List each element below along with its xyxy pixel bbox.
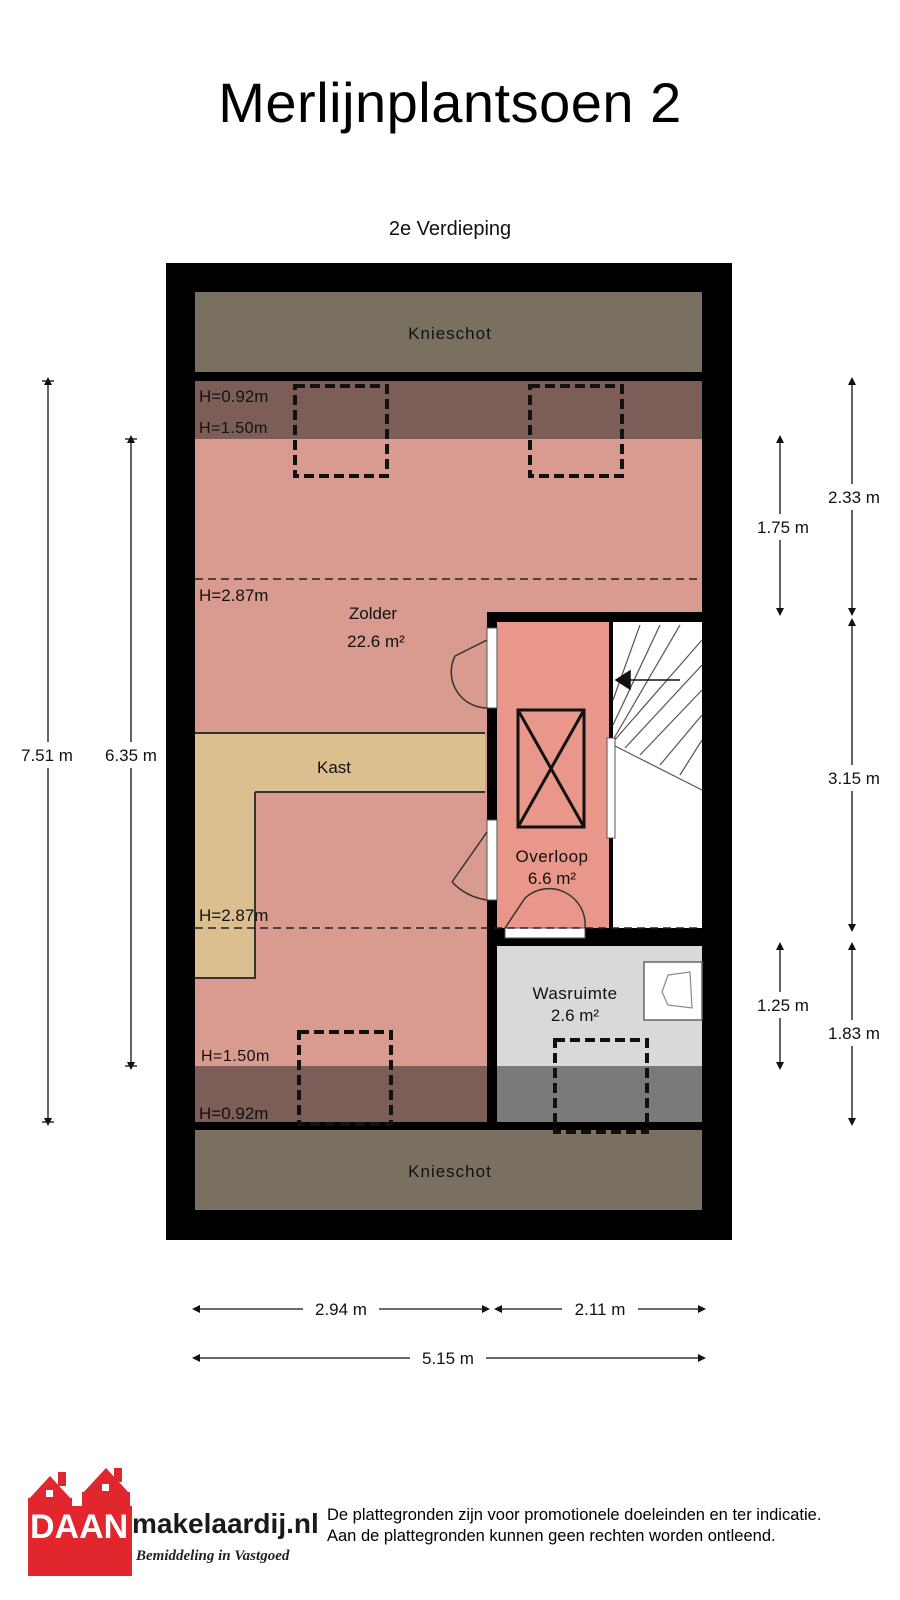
wasruimte-area-label: 2.6 m² [551, 1006, 600, 1025]
height-287-mid: H=2.87m [199, 906, 268, 925]
height-287-top: H=2.87m [199, 586, 268, 605]
dim-right-183: 1.83 m [828, 1024, 880, 1043]
height-092-top: H=0.92m [199, 387, 268, 406]
height-150-top: H=1.50m [199, 420, 268, 437]
knieschot-bottom [195, 1130, 702, 1210]
dim-right-233: 2.33 m [828, 488, 880, 507]
low-ceiling-top [195, 381, 702, 439]
skylights [293, 384, 649, 1134]
knieschot-top-label: Knieschot [408, 324, 492, 343]
knieschot-top [195, 292, 702, 372]
brand-logo: DAAN makelaardij.nl Bemiddeling in Vastg… [28, 1466, 319, 1576]
overloop-name: Overloop [516, 847, 589, 866]
zolder-area-label: 22.6 m² [347, 632, 405, 651]
attic-hatch [516, 708, 586, 829]
logo-brand: DAAN [30, 1508, 129, 1546]
dim-left-total: 7.51 m [21, 746, 73, 765]
dim-right-315: 3.15 m [828, 769, 880, 788]
low-ceiling-bottom [195, 1066, 487, 1122]
height-150-bottom: H=1.50m [201, 1048, 270, 1065]
disclaimer-line-1: De plattegronden zijn voor promotionele … [327, 1506, 822, 1524]
kast-label: Kast [317, 758, 351, 777]
disclaimer: De plattegronden zijn voor promotionele … [327, 1505, 821, 1547]
stair-area [613, 622, 702, 928]
dim-right-125: 1.25 m [757, 996, 809, 1015]
disclaimer-line-2: Aan de plattegronden kunnen geen rechten… [327, 1527, 776, 1545]
logo-domain: makelaardij.nl [132, 1508, 319, 1539]
wasruimte-name: Wasruimte [532, 984, 617, 1003]
height-lines [195, 578, 702, 929]
logo-tagline: Bemiddeling in Vastgoed [136, 1548, 290, 1564]
door-swings [450, 639, 586, 929]
kast-area [195, 733, 485, 978]
knieschot-bottom-label: Knieschot [408, 1162, 492, 1181]
dim-right-175: 1.75 m [757, 518, 809, 537]
wasruimte-low [497, 1066, 702, 1122]
washing-machine [643, 961, 703, 1021]
logo-houses-icon [28, 1468, 132, 1576]
stair-lines [612, 624, 703, 791]
floor-label: 2e Verdieping [388, 218, 512, 240]
page-title: Merlijnplantsoen 2 [218, 71, 682, 134]
stair-arrow [614, 669, 680, 691]
height-092-bottom: H=0.92m [199, 1104, 268, 1123]
dim-bottom-211: 2.11 m [575, 1300, 626, 1319]
overloop-area-label: 6.6 m² [528, 869, 577, 888]
dim-bottom-294: 2.94 m [315, 1300, 367, 1319]
dim-bottom-515: 5.15 m [422, 1349, 474, 1368]
zolder-name: Zolder [349, 604, 398, 623]
dim-left-inner: 6.35 m [105, 746, 157, 765]
